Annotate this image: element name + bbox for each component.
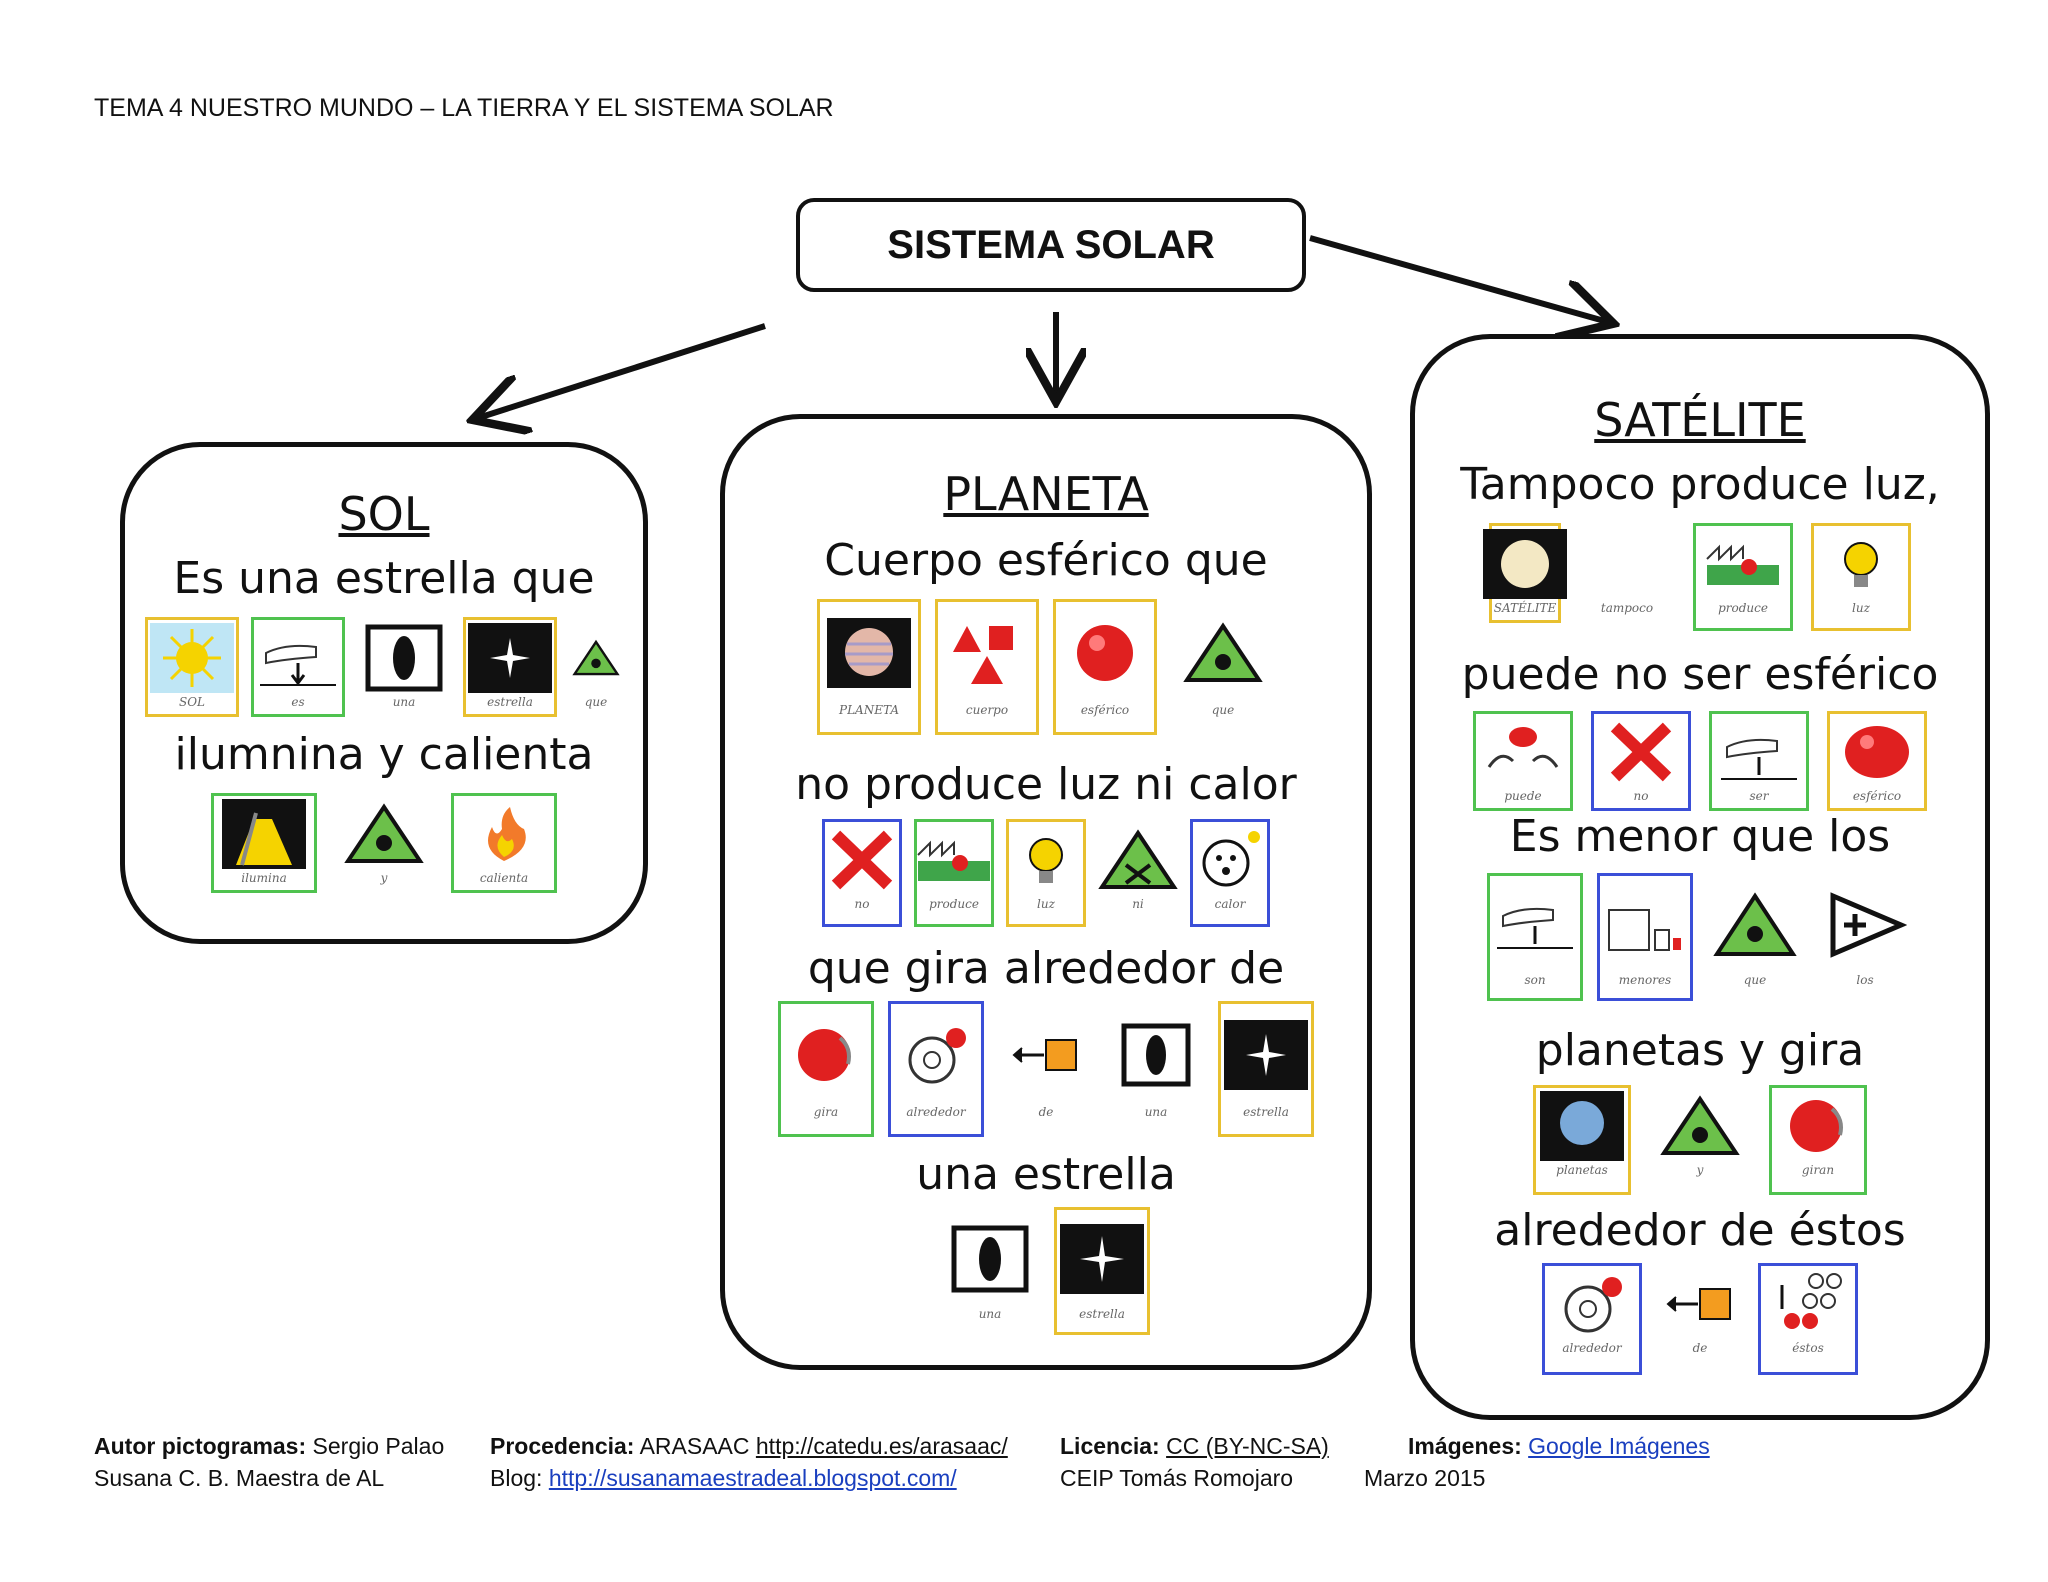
- pictogram-estrella: estrella: [1054, 1207, 1150, 1335]
- pictogram-esferico: esférico: [1053, 599, 1157, 735]
- pictogram-menores: menores: [1597, 873, 1693, 1001]
- card-title: SOL: [338, 487, 430, 541]
- pictogram-estrella: estrella: [1218, 1001, 1314, 1137]
- autor-label: Autor pictogramas:: [94, 1433, 307, 1459]
- pictogram-ser: ser: [1709, 711, 1809, 811]
- pictogram-row: ilumina y calienta: [125, 793, 643, 893]
- pictogram-que: que: [1171, 599, 1275, 735]
- card-text-line: que gira alrededor de: [807, 943, 1285, 994]
- autor-value: Sergio Palao: [306, 1433, 445, 1459]
- card-text-line: no produce luz ni calor: [795, 759, 1297, 810]
- pictogram-planeta: PLANETA: [817, 599, 921, 735]
- pictogram-una: una: [942, 1207, 1038, 1335]
- footer-col-imagenes: Imágenes: Google Imágenes Marzo 2015: [1364, 1430, 1710, 1494]
- card-planeta: PLANETA Cuerpo esférico que PLANETA cuer…: [720, 414, 1372, 1370]
- card-text-line: Es una estrella que: [173, 553, 595, 604]
- pictogram-calienta: calienta: [451, 793, 557, 893]
- card-text-line: planetas y gira: [1535, 1025, 1865, 1076]
- pictogram-produce: produce: [1693, 523, 1793, 631]
- pictogram-una: una: [1108, 1001, 1204, 1137]
- pictogram-row: SOL es una estrella que: [125, 617, 643, 717]
- pictogram-calor: calor: [1190, 819, 1270, 927]
- card-title: PLANETA: [943, 467, 1149, 521]
- pictogram-no: no: [1591, 711, 1691, 811]
- pictogram-esferico: esférico: [1827, 711, 1927, 811]
- card-text-line: Es menor que los: [1509, 811, 1891, 862]
- pictogram-sol: SOL: [145, 617, 239, 717]
- card-title: SATÉLITE: [1594, 393, 1806, 447]
- footer-col-licencia: Licencia: CC (BY-NC-SA) CEIP Tomás Romoj…: [1060, 1430, 1329, 1494]
- pictogram-son: son: [1487, 873, 1583, 1001]
- blog-label: Blog:: [490, 1465, 549, 1491]
- pictogram-row: puede no ser esférico: [1415, 711, 1985, 811]
- pictogram-puede: puede: [1473, 711, 1573, 811]
- card-text-line: puede no ser esférico: [1461, 649, 1939, 700]
- pictogram-row: planetas y giran: [1415, 1085, 1985, 1195]
- root-node-sistema-solar: SISTEMA SOLAR: [796, 198, 1306, 292]
- pictogram-no: no: [822, 819, 902, 927]
- pictogram-planetas: planetas: [1533, 1085, 1631, 1195]
- pictogram-gira: gira: [778, 1001, 874, 1137]
- pictogram-una: una: [357, 617, 451, 717]
- pictogram-row: una estrella: [725, 1207, 1367, 1335]
- pictogram-estrella: estrella: [463, 617, 557, 717]
- footer-col-procedencia: Procedencia: ARASAAC http://catedu.es/ar…: [490, 1430, 1008, 1494]
- arrow-to-satelite: [1309, 235, 1608, 322]
- arrow-to-sol: [478, 323, 766, 418]
- blog-link[interactable]: http://susanamaestradeal.blogspot.com/: [548, 1465, 957, 1491]
- card-text-line: ilumnina y calienta: [174, 729, 594, 780]
- footer-date: Marzo 2015: [1364, 1465, 1486, 1491]
- licencia-school: CEIP Tomás Romojaro: [1060, 1465, 1294, 1491]
- pictogram-row: SATÉLITE tampoco produce luz: [1415, 523, 1985, 631]
- pictogram-y: y: [337, 793, 431, 893]
- pictogram-row: alrededor de éstos: [1415, 1263, 1985, 1375]
- footer-col-autor: Autor pictogramas: Sergio Palao Susana C…: [94, 1430, 444, 1494]
- card-text-line: alrededor de éstos: [1494, 1205, 1906, 1256]
- pictogram-row: PLANETA cuerpo esférico que: [725, 599, 1367, 735]
- licencia-label: Licencia:: [1060, 1433, 1160, 1459]
- pictogram-cuerpo: cuerpo: [935, 599, 1039, 735]
- pictogram-de: de: [1660, 1263, 1740, 1375]
- pictogram-tampoco: tampoco: [1579, 523, 1675, 623]
- card-satelite: SATÉLITE Tampoco produce luz, SATÉLITE t…: [1410, 334, 1990, 1420]
- pictogram-los: los: [1817, 873, 1913, 1001]
- page-header: TEMA 4 NUESTRO MUNDO – LA TIERRA Y EL SI…: [94, 94, 834, 122]
- pictogram-ni: ni: [1098, 819, 1178, 927]
- procedencia-value: ARASAAC: [634, 1433, 756, 1459]
- pictogram-que: que: [1707, 873, 1803, 1001]
- pictogram-y: y: [1651, 1085, 1749, 1195]
- autor-secondary: Susana C. B. Maestra de AL: [94, 1465, 385, 1491]
- pictogram-row: no produce luz ni calor: [725, 819, 1367, 927]
- imagenes-label: Imágenes:: [1408, 1433, 1522, 1459]
- pictogram-alrededor: alrededor: [888, 1001, 984, 1137]
- pictogram-produce: produce: [914, 819, 994, 927]
- card-text-line: Tampoco produce luz,: [1460, 459, 1940, 510]
- pictogram-giran: giran: [1769, 1085, 1867, 1195]
- pictogram-row: gira alrededor de una estrella: [725, 1001, 1367, 1137]
- imagenes-link[interactable]: Google Imágenes: [1528, 1433, 1710, 1459]
- card-sol: SOL Es una estrella que SOL es una estre…: [120, 442, 648, 944]
- pictogram-luz: luz: [1006, 819, 1086, 927]
- pictogram-ilumina: ilumina: [211, 793, 317, 893]
- card-text-line: Cuerpo esférico que: [824, 535, 1268, 586]
- procedencia-link[interactable]: http://catedu.es/arasaac/: [755, 1433, 1008, 1459]
- pictogram-que: que: [569, 617, 623, 717]
- pictogram-alrededor: alrededor: [1542, 1263, 1642, 1375]
- licencia-link[interactable]: CC (BY-NC-SA): [1166, 1433, 1329, 1459]
- pictogram-de: de: [998, 1001, 1094, 1137]
- pictogram-luz: luz: [1811, 523, 1911, 631]
- pictogram-row: son menores que los: [1415, 873, 1985, 1001]
- pictogram-es: es: [251, 617, 345, 717]
- pictogram-estos: éstos: [1758, 1263, 1858, 1375]
- procedencia-label: Procedencia:: [490, 1433, 635, 1459]
- card-text-line: una estrella: [916, 1149, 1176, 1200]
- pictogram-satelite: SATÉLITE: [1483, 523, 1567, 623]
